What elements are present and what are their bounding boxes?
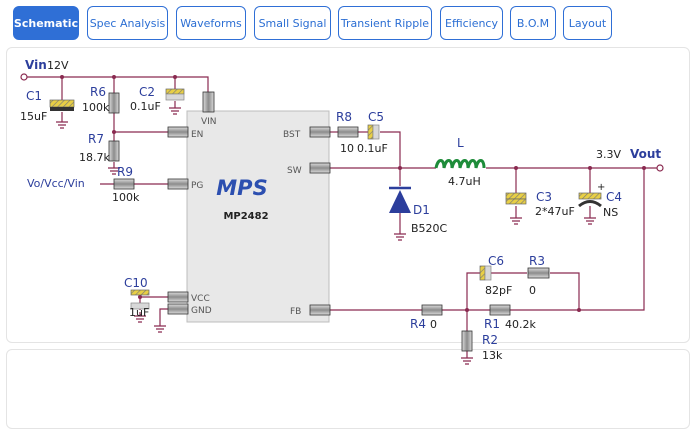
resistor-r4[interactable]: R4 0 <box>410 304 443 331</box>
vin-terminal <box>20 73 28 81</box>
pin-gnd-label: GND <box>191 306 212 316</box>
vin-value: 12V <box>47 59 69 72</box>
c1-value: 15uF <box>20 110 47 123</box>
r7-name: R7 <box>88 132 104 146</box>
c5-name: C5 <box>368 110 384 124</box>
capacitor-c10[interactable]: C10 1uF <box>124 276 150 319</box>
tab-transient-ripple[interactable]: Transient Ripple <box>338 6 432 40</box>
c2-value: 0.1uF <box>130 100 161 113</box>
r9-value: 100k <box>112 191 140 204</box>
r3-name: R3 <box>529 254 545 268</box>
mp2482-chip[interactable]: VIN EN PG VCC GND BST SW FB MPS MP2482 <box>167 91 331 323</box>
ground-symbols <box>56 101 596 365</box>
resistor-r8[interactable]: R8 10 <box>336 110 359 155</box>
tab-layout[interactable]: Layout <box>563 6 612 40</box>
pin-bst-label: BST <box>283 130 301 140</box>
resistor-r6[interactable]: R6 100k <box>82 85 120 114</box>
c4-value: NS <box>603 206 618 219</box>
pin-pg-label: PG <box>191 181 203 191</box>
resistor-r3[interactable]: R3 0 <box>527 254 550 297</box>
chip-part-number: MP2482 <box>223 211 268 222</box>
capacitor-c5[interactable]: C5 0.1uF <box>357 110 388 155</box>
vout-value: 3.3V <box>596 148 621 161</box>
r4-value: 0 <box>430 318 437 331</box>
resistor-r1[interactable]: R1 40.2k <box>484 304 536 331</box>
pin-en-label: EN <box>191 130 203 140</box>
c4-plus-icon: + <box>597 182 605 193</box>
inductor-l[interactable]: L 4.7uH <box>434 136 486 188</box>
capacitor-c3[interactable]: C3 2*47uF <box>505 190 575 218</box>
d1-name: D1 <box>413 203 430 217</box>
r4-name: R4 <box>410 317 426 331</box>
pin-vcc-label: VCC <box>191 294 210 304</box>
r8-name: R8 <box>336 110 352 124</box>
c6-name: C6 <box>488 254 504 268</box>
pin-vin-label: VIN <box>201 117 217 127</box>
pin-fb-label: FB <box>290 307 301 317</box>
r2-value: 13k <box>482 349 503 362</box>
r8-value: 10 <box>340 142 354 155</box>
vout-label: Vout <box>630 147 661 161</box>
capacitor-c6[interactable]: C6 82pF <box>479 254 512 297</box>
resistor-r7[interactable]: R7 18.7k <box>79 132 120 164</box>
junction-dots <box>60 75 646 312</box>
capacitor-c4[interactable]: + C4 NS <box>578 182 622 219</box>
r1-value: 40.2k <box>505 318 536 331</box>
c4-name: C4 <box>606 190 622 204</box>
vin-label: Vin <box>25 58 47 72</box>
capacitor-c1[interactable]: C1 15uF <box>20 89 75 123</box>
r2-name: R2 <box>482 333 498 347</box>
r7-value: 18.7k <box>79 151 110 164</box>
tab-spec-analysis[interactable]: Spec Analysis <box>87 6 168 40</box>
c6-value: 82pF <box>485 284 512 297</box>
tab-schematic[interactable]: Schematic <box>13 6 79 40</box>
pin-sw-label: SW <box>287 166 302 176</box>
d1-value: B520C <box>411 222 448 235</box>
r1-name: R1 <box>484 317 500 331</box>
r6-value: 100k <box>82 101 110 114</box>
vo-vcc-vin-label: Vo/Vcc/Vin <box>27 177 85 190</box>
diode-d1[interactable]: D1 B520C <box>389 186 448 235</box>
resistor-r9[interactable]: R9 100k <box>112 165 140 204</box>
mps-logo: MPS <box>216 176 267 200</box>
tab-waveforms[interactable]: Waveforms <box>176 6 246 40</box>
r3-value: 0 <box>529 284 536 297</box>
c10-value: 1uF <box>129 306 149 319</box>
c1-name: C1 <box>26 89 42 103</box>
c5-value: 0.1uF <box>357 142 388 155</box>
resistor-r2[interactable]: R2 13k <box>461 330 503 362</box>
tab-bom[interactable]: B.O.M <box>510 6 556 40</box>
tab-small-signal[interactable]: Small Signal <box>254 6 331 40</box>
l-name: L <box>457 136 464 150</box>
tab-efficiency[interactable]: Efficiency <box>440 6 503 40</box>
capacitor-c2[interactable]: C2 0.1uF <box>130 85 185 113</box>
c10-name: C10 <box>124 276 148 290</box>
r6-name: R6 <box>90 85 106 99</box>
c2-name: C2 <box>139 85 155 99</box>
l-value: 4.7uH <box>448 175 481 188</box>
tab-bar: Schematic Spec Analysis Waveforms Small … <box>0 0 690 48</box>
vout-terminal <box>656 164 664 172</box>
c3-value: 2*47uF <box>535 205 575 218</box>
r9-name: R9 <box>117 165 133 179</box>
c3-name: C3 <box>536 190 552 204</box>
